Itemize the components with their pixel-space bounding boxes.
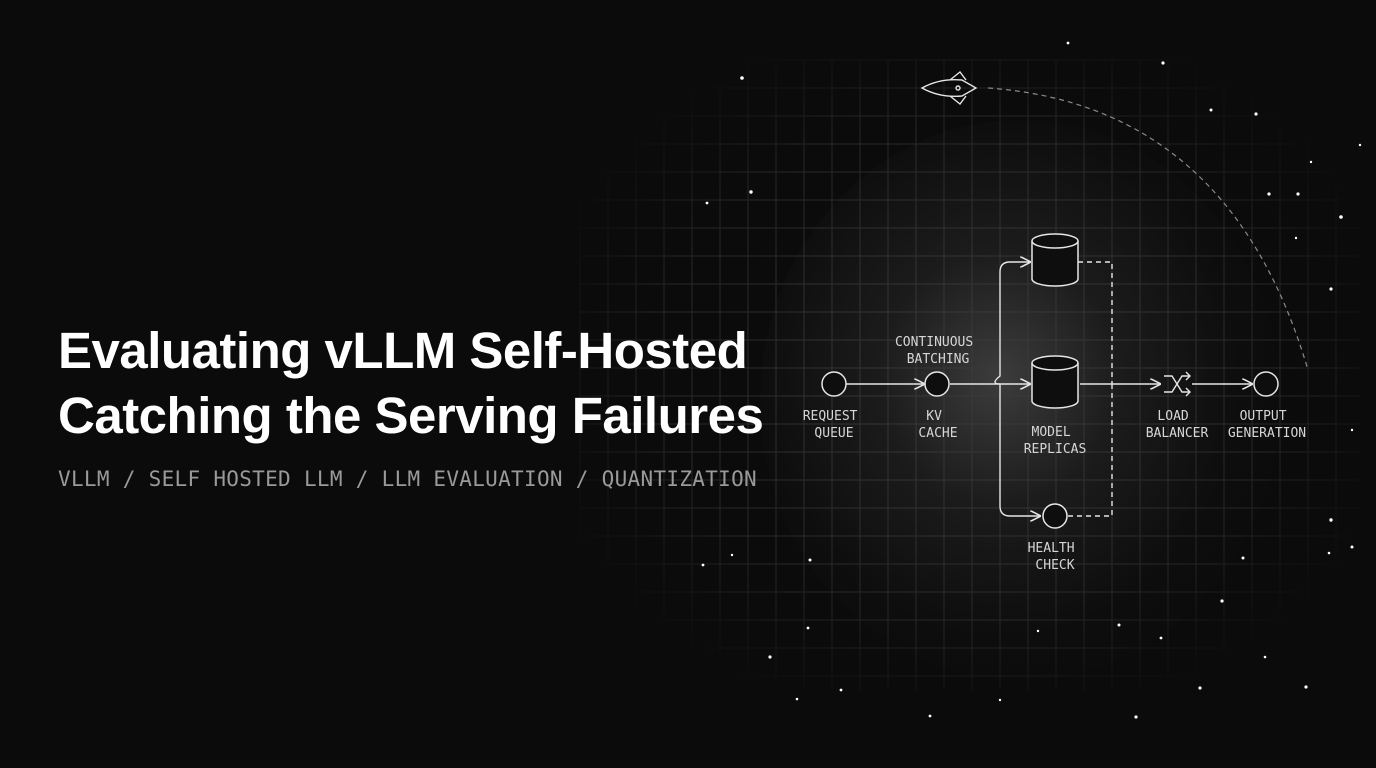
star	[740, 76, 744, 80]
tag-separator: /	[562, 467, 602, 491]
star	[1036, 629, 1040, 633]
star	[1134, 715, 1138, 719]
star	[705, 201, 709, 205]
shuffle-icon	[1164, 371, 1191, 397]
tag-list: VLLM / SELF HOSTED LLM / LLM EVALUATION …	[58, 467, 757, 491]
load-balancer-label: LOAD BALANCER	[1146, 409, 1209, 441]
star	[839, 688, 843, 692]
branch-trunk	[994, 262, 1030, 385]
star	[1198, 686, 1202, 690]
star	[1329, 287, 1333, 291]
star	[730, 553, 734, 557]
star	[998, 698, 1002, 702]
star	[806, 626, 810, 630]
star	[768, 655, 772, 659]
health-check-node	[1042, 503, 1068, 529]
database-icon-model	[1031, 355, 1079, 409]
star	[1263, 655, 1267, 659]
tag: LLM EVALUATION	[381, 467, 563, 491]
kv-cache-node	[924, 371, 950, 397]
star-field	[701, 41, 1362, 719]
star	[1350, 545, 1354, 549]
title-line-2: Catching the Serving Failures	[58, 387, 764, 444]
tag-separator: /	[342, 467, 382, 491]
star	[1327, 551, 1331, 555]
star	[1296, 192, 1300, 196]
star	[1350, 428, 1354, 432]
health-check-label: HEALTH CHECK	[1028, 541, 1083, 573]
star	[1304, 685, 1308, 689]
star	[1294, 236, 1298, 240]
star	[1241, 556, 1245, 560]
kv-cache-label: KV CACHE	[918, 409, 957, 441]
tag: SELF HOSTED LLM	[148, 467, 343, 491]
star	[1309, 160, 1313, 164]
star	[1159, 636, 1163, 640]
request-queue-label: REQUEST QUEUE	[803, 409, 866, 441]
star	[701, 563, 705, 567]
request-queue-node	[821, 371, 847, 397]
tag: QUANTIZATION	[601, 467, 757, 491]
edge-branch-to-health	[999, 384, 1040, 516]
star	[808, 558, 812, 562]
background-glow	[760, 120, 1280, 680]
database-icon-top	[1031, 233, 1079, 287]
dashed-top-return	[1078, 261, 1113, 384]
tag: VLLM	[58, 467, 110, 491]
star	[749, 190, 753, 194]
star	[1161, 61, 1165, 65]
star	[1267, 192, 1271, 196]
star	[1066, 41, 1070, 45]
output-generation-node	[1253, 371, 1279, 397]
tag-separator: /	[109, 467, 149, 491]
star	[1329, 518, 1333, 522]
connections	[846, 262, 1252, 516]
page-title: Evaluating vLLM Self-Hosted Catching the…	[58, 318, 764, 448]
title-line-1: Evaluating vLLM Self-Hosted	[58, 322, 748, 379]
trajectory-arc	[987, 87, 1309, 371]
rocket-icon	[920, 71, 978, 105]
model-replicas-label: MODEL REPLICAS	[1024, 425, 1087, 457]
star	[795, 697, 799, 701]
star	[928, 714, 932, 718]
output-generation-label: OUTPUT GENERATION	[1228, 409, 1306, 441]
star	[1339, 215, 1343, 219]
star	[1358, 143, 1362, 147]
star	[1209, 108, 1213, 112]
star	[1220, 599, 1224, 603]
star	[1117, 623, 1121, 627]
continuous-batching-label: CONTINUOUS BATCHING	[895, 335, 981, 367]
star	[1254, 112, 1258, 116]
